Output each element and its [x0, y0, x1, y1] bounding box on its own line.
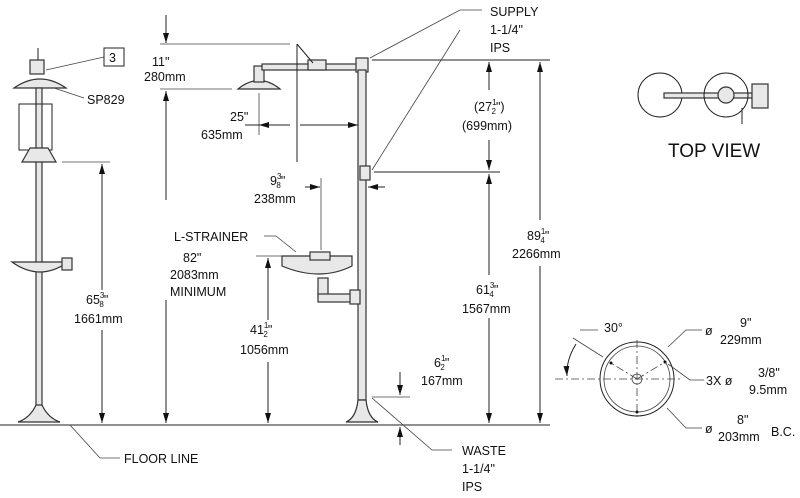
item-number: 3	[109, 51, 116, 65]
flange-angle: 30°	[604, 321, 623, 335]
bc-dia-mm: 203mm	[718, 430, 760, 444]
flange-view	[555, 340, 680, 418]
bc-dia-in: 8"	[737, 413, 748, 427]
overall-height-mm: 2266mm	[512, 247, 561, 261]
supply-drop-mm: (699mm)	[462, 119, 512, 133]
floor-line-label: FLOOR LINE	[124, 452, 198, 466]
holes-qty: 3X ø	[706, 374, 733, 388]
holes-in: 3/8"	[758, 366, 780, 380]
supply-type: IPS	[490, 41, 510, 55]
l-strainer-label: L-STRAINER	[174, 230, 248, 244]
waste-label: WASTE	[462, 444, 506, 458]
supply-height-mm: 1567mm	[462, 302, 511, 316]
head-offset-in: 11"	[152, 55, 169, 69]
bowl-height-mm: 1056mm	[240, 343, 289, 357]
holes-mm: 9.5mm	[749, 383, 787, 397]
side-view-unit	[10, 48, 73, 423]
top-view-label: TOP VIEW	[668, 141, 760, 162]
waste-type: IPS	[462, 480, 482, 494]
eyewash-height-mm: 1661mm	[74, 312, 123, 326]
supply-size: 1-1/4"	[490, 23, 523, 37]
top-view	[637, 72, 769, 124]
outer-dia-symbol: ø	[705, 324, 713, 338]
bc-note: B.C.	[771, 425, 795, 439]
bc-dia-symbol: ø	[705, 422, 713, 436]
waste-height-mm: 167mm	[421, 374, 463, 388]
head-height-mm: 2083mm	[170, 268, 219, 282]
item-number-box	[103, 47, 125, 67]
head-offset-mm: 280mm	[144, 70, 186, 84]
outer-dia-mm: 229mm	[720, 333, 762, 347]
supply-label: SUPPLY	[490, 5, 539, 19]
waste-size: 1-1/4"	[462, 462, 495, 476]
bowl-reach-mm: 238mm	[254, 192, 296, 206]
reach-in: 25"	[230, 110, 248, 124]
reach-mm: 635mm	[201, 128, 243, 142]
model-label: SP829	[87, 93, 125, 107]
head-height-note: MINIMUM	[170, 285, 226, 299]
head-height-in: 82"	[183, 251, 201, 265]
outer-dia-in: 9"	[740, 316, 751, 330]
shower-assembly	[236, 43, 379, 423]
